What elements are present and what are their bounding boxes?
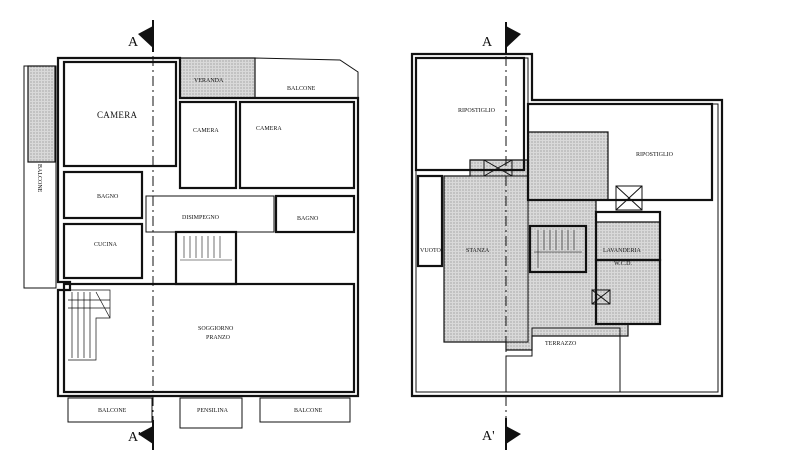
balcone-bottom-left-outline [67,397,153,423]
label-camera-1: CAMERA [97,110,138,120]
right-floor-plan: RIPOSTIGLIO RIPOSTIGLIO VUOTO STANZA LAV… [410,22,724,450]
label-section-top-left: A [128,35,139,50]
room-camera-3 [238,100,356,190]
side-balcony-outline [23,65,57,289]
room-wcd [594,258,662,326]
room-soggiorno [62,282,356,394]
label-balcone-side: BALCONE [36,164,42,193]
label-cucina: CUCINA [94,242,118,248]
room-bagno-1 [62,170,144,220]
label-disimpegno: DISIMPEGNO [182,215,220,221]
left-outer-walls [56,56,360,398]
label-ripostiglio-2: RIPOSTIGLIO [636,152,674,158]
label-balcone-bottom-left: BALCONE [98,408,127,414]
label-section-bottom-left: A' [128,430,141,445]
shaft-3 [591,289,611,305]
section-arrow-bottom-left [138,426,153,444]
label-section-top-right: A [482,35,493,50]
balcone-top-outline [254,57,359,99]
room-camera-1 [62,60,178,168]
room-ripostiglio-2 [526,102,714,202]
room-ripostiglio-1 [414,56,526,172]
right-inner-boundary [415,57,719,393]
room-vuoto [416,174,444,268]
pensilina-outline [179,397,243,429]
label-soggiorno: SOGGIORNO [198,326,234,332]
label-lavanderia: LAVANDERIA [603,248,641,254]
label-camera-3: CAMERA [256,126,282,132]
label-vuoto: VUOTO [420,248,442,254]
section-arrow-top-right [506,26,521,48]
label-veranda: VERANDA [194,78,224,84]
label-ripostiglio-1: RIPOSTIGLIO [458,108,496,114]
right-stair-steps [534,230,582,268]
room-camera-2 [178,100,238,190]
label-camera-2: CAMERA [193,128,219,134]
label-pranzo: PRANZO [206,335,231,341]
right-outer-boundary [410,52,724,398]
section-arrow-bottom-right [506,426,521,444]
shaft-2 [615,185,643,211]
label-pensilina: PENSILINA [197,408,229,414]
label-stanza: STANZA [466,248,490,254]
room-stanza-hatch [443,131,661,351]
balcone-bottom-right-outline [259,397,351,423]
label-wcd: W.C.D. [614,261,632,267]
right-stair-core [528,224,588,274]
label-bagno-1: BAGNO [97,194,119,200]
section-arrow-top-left [138,26,153,48]
label-terrazzo: TERRAZZO [545,341,577,347]
stair-left [68,289,111,361]
room-bagno-2 [274,194,356,234]
stair-core [174,230,238,286]
shaft-1 [483,159,513,177]
stair-core-steps [180,236,232,261]
label-bagno-2: BAGNO [297,216,319,222]
room-disimpegno [145,195,275,233]
label-balcone-bottom-right: BALCONE [294,408,323,414]
room-cucina [62,222,144,280]
label-section-bottom-right: A' [482,429,495,444]
label-balcone-top: BALCONE [287,86,316,92]
left-floor-plan: CAMERA VERANDA BALCONE CAMERA CAMERA BAL… [23,20,360,450]
side-balcony-hatch [27,65,56,163]
